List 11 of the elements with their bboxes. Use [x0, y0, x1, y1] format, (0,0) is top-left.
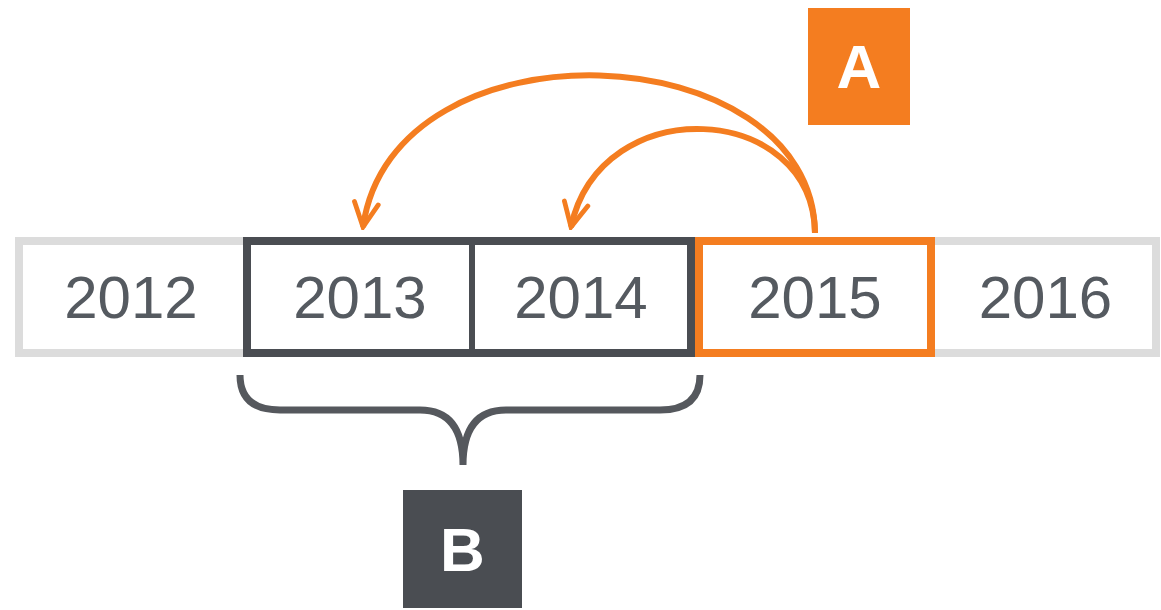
tag-letter: B	[440, 513, 485, 585]
highlighted-year-cell	[695, 237, 935, 357]
selection-frame	[243, 237, 695, 357]
tag-letter: A	[836, 31, 882, 102]
year-label: 2012	[64, 262, 198, 332]
year-label: 2016	[978, 262, 1113, 332]
label-tag	[403, 490, 522, 608]
year-label: 2014	[514, 262, 648, 332]
year-label: 2015	[748, 262, 882, 332]
year-label: 2013	[293, 262, 427, 332]
label-tag	[808, 8, 910, 125]
